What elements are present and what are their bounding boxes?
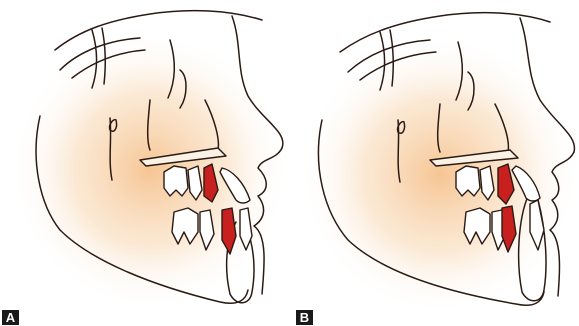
cephalometric-drawing-b (290, 0, 579, 326)
panel-label-b: B (296, 310, 313, 325)
cephalometric-drawing-a (0, 0, 289, 326)
panel-b: B (290, 0, 579, 326)
panel-a: A (0, 0, 289, 326)
panel-label-a: A (2, 310, 19, 325)
soft-tissue-glow (0, 40, 289, 310)
soft-tissue-glow (290, 43, 579, 313)
